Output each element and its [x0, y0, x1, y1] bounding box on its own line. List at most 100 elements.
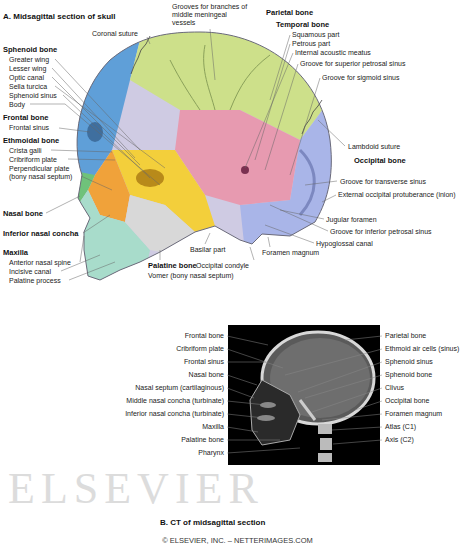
part-label: Internal acoustic meatus — [295, 49, 371, 57]
part-label: Pharynx — [198, 449, 224, 457]
part-label: Greater wing — [9, 56, 49, 64]
drawing-part — [227, 448, 300, 453]
drawing-part — [81, 176, 112, 190]
part-label: Coronal suture — [92, 30, 138, 38]
bone-label: Maxilla — [3, 249, 28, 257]
drawing-part — [280, 210, 324, 219]
ct-concha — [257, 415, 275, 421]
part-label: Cribriform plate — [176, 345, 224, 353]
part-label: Inferior nasal concha (turbinate) — [125, 410, 224, 418]
part-label: Hypoglossal canal — [316, 240, 373, 248]
drawing-part — [255, 44, 290, 160]
drawing-part — [51, 150, 112, 152]
copyright: © ELSEVIER, INC. – NETTERIMAGES.COM — [0, 537, 475, 545]
drawing-part — [227, 349, 283, 368]
part-label: Frontal sinus — [9, 124, 49, 132]
drawing-part — [69, 262, 115, 280]
part-label: Palatine process — [9, 277, 61, 285]
drawing-part — [250, 247, 254, 260]
drawing-part — [318, 120, 345, 146]
drawing-part — [322, 195, 336, 202]
bone-label: Occipital bone — [354, 157, 406, 165]
drawing-part — [80, 236, 84, 262]
bone-label: Palatine bone — [148, 262, 197, 270]
part-label: Foramen magnum — [262, 249, 319, 257]
drawing-part — [227, 388, 254, 398]
coronal-suture — [131, 36, 150, 74]
palatine-vomer — [125, 195, 195, 252]
part-label: Vomer (bony nasal septum) — [148, 272, 234, 280]
part-label: Cribriform plate — [9, 156, 57, 164]
drawing-part — [312, 388, 382, 412]
part-label: Middle nasal concha (turbinate) — [126, 397, 224, 405]
drawing-part — [268, 237, 270, 247]
parietal-bone — [130, 0, 400, 140]
drawing-part — [305, 375, 382, 398]
ct-scan — [228, 325, 380, 465]
ct-face — [250, 380, 300, 445]
part-label: Body — [9, 101, 25, 109]
part-label: Occipital bone — [385, 397, 429, 405]
part-label: Squamous part — [292, 31, 339, 39]
bone-label: Sphenoid bone — [3, 46, 57, 54]
drawing-part — [285, 349, 382, 375]
drawing-part — [227, 375, 257, 385]
ct-clivus — [300, 400, 315, 420]
part-label: Sella turcica — [9, 83, 47, 91]
drawing-part — [245, 53, 293, 168]
drawing-part — [160, 250, 161, 260]
drawing-part — [227, 440, 280, 441]
part-label: Sphenoid sinus — [9, 92, 57, 100]
part-label: Sphenoid sinus — [385, 358, 433, 366]
drawing-part — [290, 78, 320, 175]
meningeal-grooves — [170, 45, 270, 110]
drawing-part — [46, 196, 80, 213]
part-label: Parietal bone — [385, 332, 426, 340]
watermark: ELSEVIER — [8, 466, 264, 512]
part-label: Nasal bone — [189, 371, 224, 379]
ct-vertebra — [318, 424, 332, 434]
part-label: Crista galli — [9, 147, 42, 155]
lambdoid-suture — [302, 100, 322, 134]
drawing-part — [305, 181, 337, 185]
part-label: Anterior nasal spine — [9, 259, 71, 267]
drawing-part — [210, 29, 215, 80]
part-label: Clivus — [385, 384, 404, 392]
drawing-part — [265, 225, 314, 243]
drawing-part — [265, 64, 298, 170]
part-label: Incisive canal — [9, 268, 51, 276]
drawing-part — [147, 37, 150, 44]
part-label: Perpendicular plate (bony nasal septum) — [9, 165, 81, 181]
part-label: Grooves for branches of middle meningeal… — [172, 3, 250, 27]
part-label: Groove for sigmoid sinus — [322, 74, 399, 82]
part-label: Lambdoid suture — [348, 143, 400, 151]
part-label: Ethmoid air cells (sinus) — [385, 345, 459, 353]
part-label: Groove for transverse sinus — [340, 178, 426, 186]
drawing-part — [227, 427, 258, 432]
ct-ground — [228, 325, 380, 465]
part-label: Optic canal — [9, 74, 44, 82]
part-label: Sphenoid bone — [385, 371, 432, 379]
drawing-part — [55, 59, 140, 150]
drawing-part — [68, 159, 115, 160]
ct-leader-lines — [227, 336, 382, 453]
bone-label: Parietal bone — [266, 9, 313, 17]
ct-vertebra — [320, 438, 332, 450]
panel-heading: B. CT of midsagittal section — [160, 518, 265, 527]
part-label: Maxilla — [202, 423, 224, 431]
leader-lines — [30, 29, 345, 280]
acoustic-meatus — [241, 166, 249, 174]
part-label: Jugular foramen — [326, 216, 377, 224]
drawing-part — [55, 86, 165, 168]
ct-concha — [260, 402, 276, 408]
skull-outline — [77, 32, 331, 280]
drawing-part — [52, 68, 135, 158]
drawing-part — [227, 401, 266, 405]
drawing-part — [270, 205, 328, 231]
part-label: Palatine bone — [181, 436, 224, 444]
part-label: Occipital condyle — [196, 262, 249, 270]
drawing-part — [83, 215, 110, 233]
bone-label: Inferior nasal concha — [3, 230, 78, 238]
drawing-part — [355, 401, 382, 410]
